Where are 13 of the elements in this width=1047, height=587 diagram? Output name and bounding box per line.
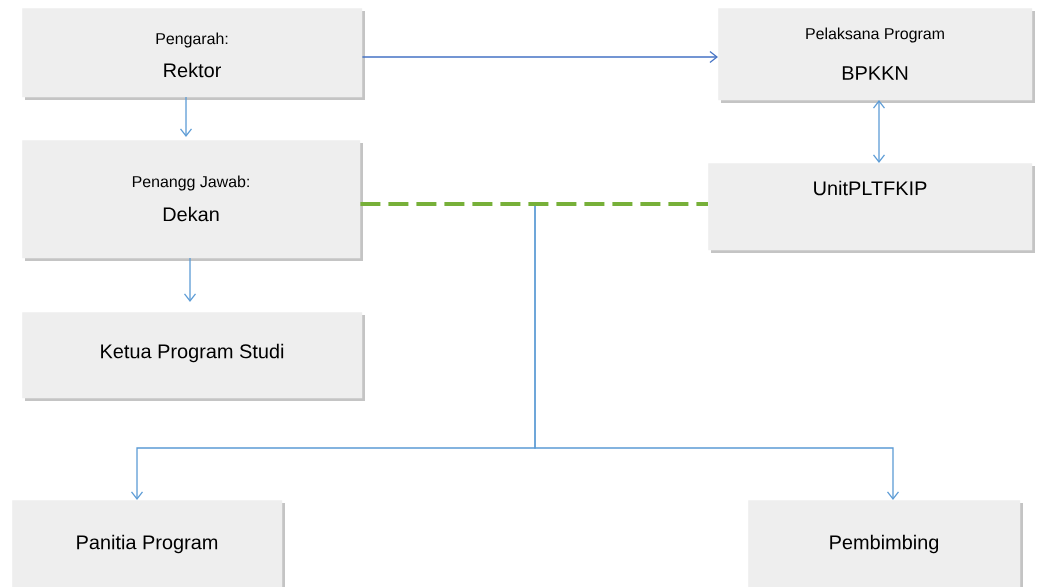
process-box: Pengarah: Rektor (22, 8, 365, 100)
arrow (534, 205, 900, 500)
arrow (872, 100, 886, 163)
arrow (183, 257, 197, 302)
arrow (179, 96, 193, 137)
arrow (361, 50, 718, 64)
process-box: Panitia Program (12, 500, 285, 587)
process-box: Ketua Program Studi (22, 312, 365, 401)
process-box: Pembimbing (748, 500, 1023, 587)
process-box: Penangg Jawab: Dekan (22, 140, 363, 261)
process-box: Pelaksana Program BPKKN (718, 8, 1035, 103)
dashed-line (360, 202, 708, 206)
process-box: UnitPLTFKIP (708, 163, 1035, 253)
